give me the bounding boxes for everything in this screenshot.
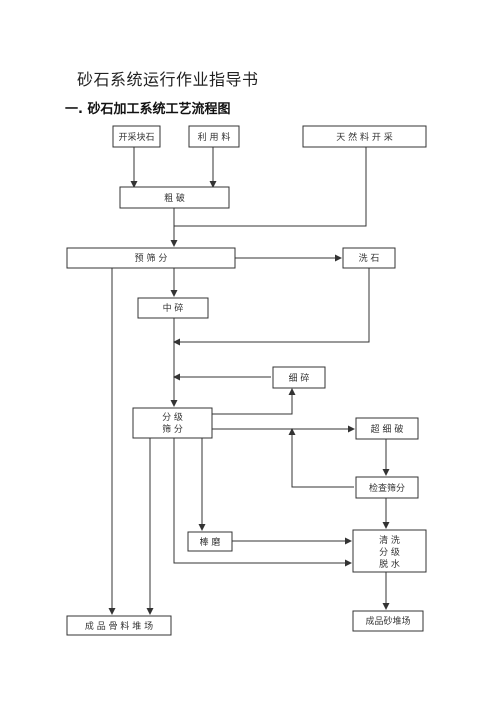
node-reuse: 利 用 料 (188, 125, 240, 148)
node-aggregate-yard: 成 品 骨 料 堆 场 (66, 615, 172, 636)
node-wash-classify-dewater: 清 洗 分 级 脱 水 (352, 529, 427, 573)
node-natural: 天 然 料 开 采 (302, 125, 427, 148)
section-heading: 一. 砂石加工系统工艺流程图 (65, 102, 231, 117)
node-quarry: 开采块石 (112, 125, 161, 148)
node-fine-crush: 细 碎 (272, 366, 326, 389)
node-inspection-screen-label: 检查筛分 (369, 482, 405, 494)
node-medium-crush: 中 碎 (137, 297, 209, 319)
node-coarse-crush-label: 粗 破 (164, 192, 185, 204)
node-aggregate-yard-label: 成 品 骨 料 堆 场 (85, 620, 153, 632)
document-title: 砂石系统运行作业指导书 (77, 70, 259, 89)
node-quarry-label: 开采块石 (118, 131, 154, 143)
node-wash-label-1: 清 洗 (379, 534, 400, 546)
node-prescreen-label: 预 筛 分 (135, 252, 168, 264)
node-superfine-crush: 超 细 破 (355, 417, 419, 440)
node-classify-label-2: 筛 分 (162, 423, 183, 435)
node-medium-crush-label: 中 碎 (163, 302, 184, 314)
flow-connectors (108, 147, 390, 615)
node-rod-mill-label: 棒 磨 (200, 536, 221, 548)
node-wash-label-2: 分 级 (379, 546, 400, 558)
node-superfine-crush-label: 超 细 破 (371, 423, 404, 435)
node-wash-label-3: 脱 水 (379, 558, 400, 570)
node-natural-label: 天 然 料 开 采 (336, 131, 392, 143)
node-wash-stone: 洗 石 (342, 247, 396, 269)
node-fine-crush-label: 细 碎 (289, 372, 310, 384)
node-sand-yard: 成品砂堆场 (352, 610, 424, 632)
node-wash-stone-label: 洗 石 (359, 252, 380, 264)
node-reuse-label: 利 用 料 (198, 131, 231, 143)
node-inspection-screen: 检查筛分 (355, 476, 419, 499)
node-prescreen: 预 筛 分 (66, 247, 236, 269)
node-sand-yard-label: 成品砂堆场 (365, 615, 410, 627)
node-classify-screen: 分 级 筛 分 (132, 407, 213, 439)
node-coarse-crush: 粗 破 (119, 186, 230, 209)
node-rod-mill: 棒 磨 (187, 531, 233, 552)
node-classify-label-1: 分 级 (162, 411, 183, 423)
